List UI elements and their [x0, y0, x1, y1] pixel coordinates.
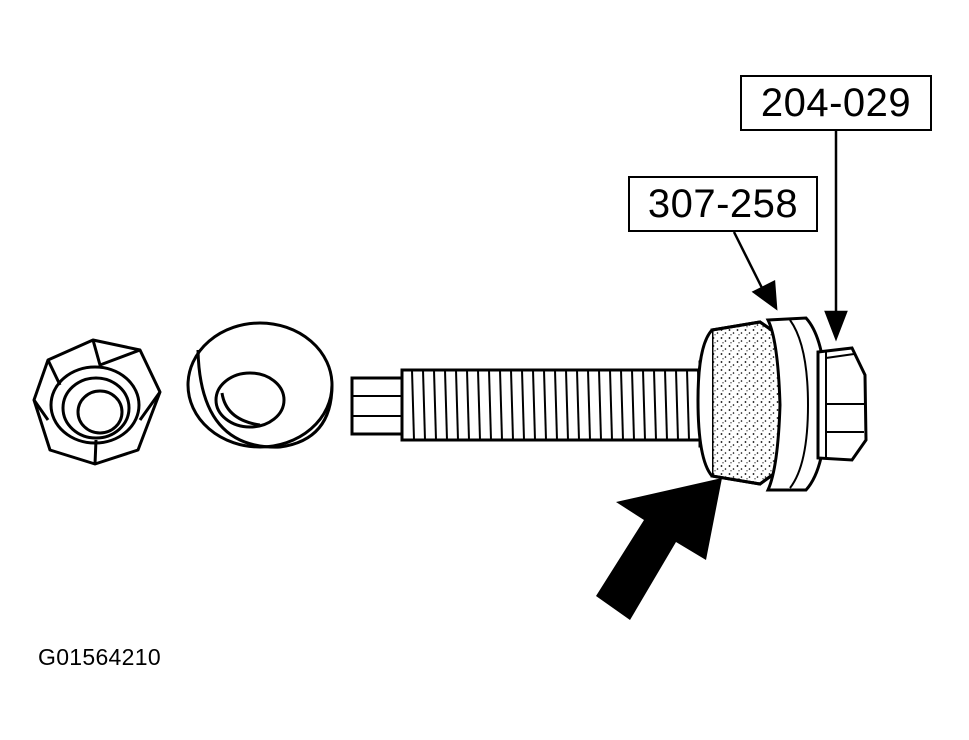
nut-icon	[32, 338, 162, 466]
thread-line	[554, 369, 558, 441]
thread-line	[598, 369, 602, 441]
thread-line	[631, 369, 635, 441]
thread-line	[686, 369, 690, 441]
thread-line	[620, 369, 624, 441]
thread-line	[576, 369, 580, 441]
thread-line	[532, 369, 536, 441]
thread-line	[433, 369, 437, 441]
hex-head-icon	[816, 346, 868, 462]
thread-line	[455, 369, 459, 441]
thread-line	[675, 369, 679, 441]
thread-line	[543, 369, 547, 441]
tool-number-307-258: 307-258	[628, 176, 818, 232]
leader-lines	[732, 131, 848, 342]
thread-line	[422, 369, 426, 441]
thread-line	[510, 369, 514, 441]
thread-line	[664, 369, 668, 441]
thread-line	[565, 369, 569, 441]
thread-line	[488, 369, 492, 441]
thread-line	[521, 369, 525, 441]
threaded-bolt-icon	[350, 360, 720, 448]
thread-line	[444, 369, 448, 441]
thread-line	[499, 369, 503, 441]
thread-line	[466, 369, 470, 441]
bushing-icon	[696, 320, 788, 486]
thread-line	[609, 369, 613, 441]
thread-line	[653, 369, 657, 441]
direction-arrow-icon	[596, 478, 722, 620]
washer-icon	[186, 321, 334, 449]
thread-line	[411, 369, 415, 441]
thread-line	[587, 369, 591, 441]
tool-number-204-029: 204-029	[740, 75, 932, 131]
thread-line	[477, 369, 481, 441]
figure-id: G01564210	[38, 644, 161, 670]
thread-line	[642, 369, 646, 441]
